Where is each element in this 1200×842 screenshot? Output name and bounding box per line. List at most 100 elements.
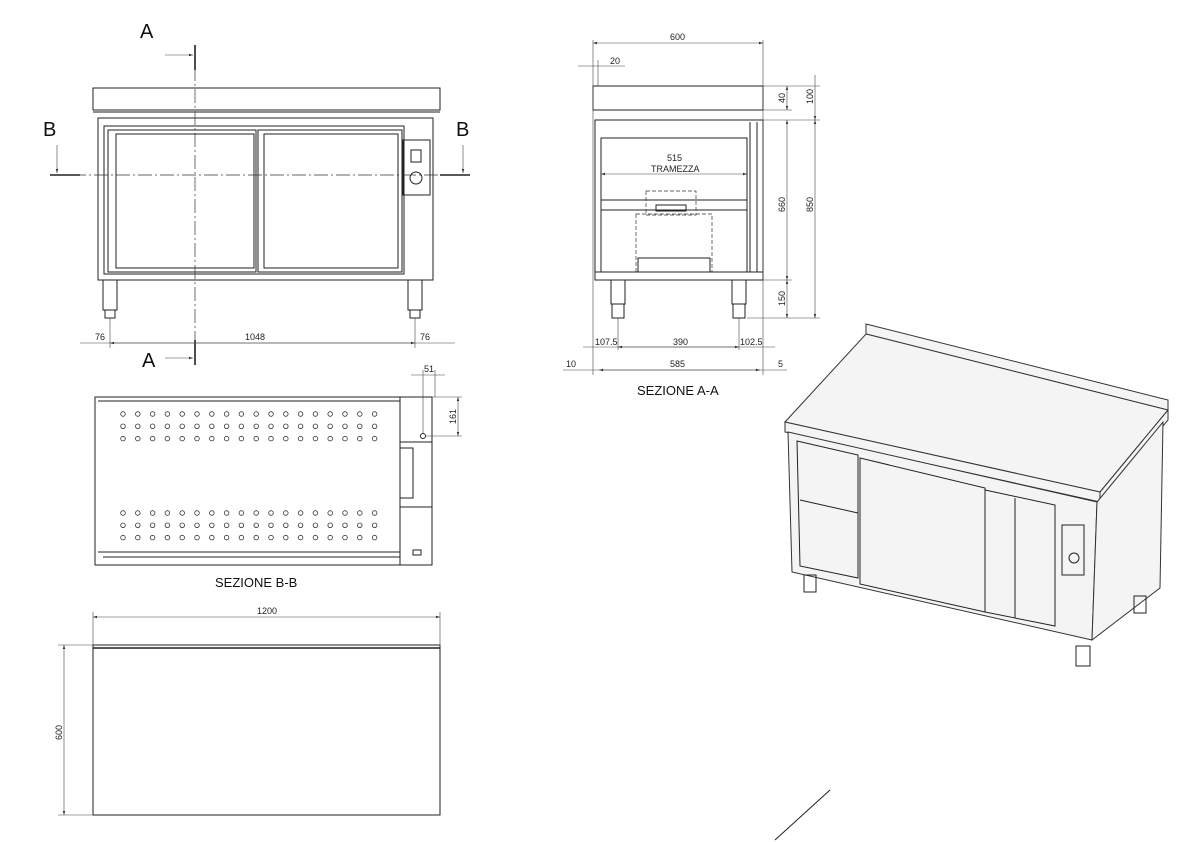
section-mark-b-left: B	[43, 119, 56, 141]
perforation-hole	[120, 435, 126, 442]
dim-leg-span: 390	[673, 337, 688, 347]
perforation-hole	[164, 423, 171, 429]
perforation-hole	[268, 522, 274, 528]
perforation-hole	[357, 411, 363, 417]
perforation-hole	[283, 435, 289, 442]
perforation-hole	[327, 510, 333, 516]
perforation-hole	[342, 411, 348, 417]
perforation-hole	[312, 510, 319, 516]
perforation-hole	[253, 522, 259, 528]
perforation-hole	[149, 522, 156, 528]
perforation-hole	[194, 510, 200, 516]
perforation-hole	[297, 510, 304, 516]
perforation-hole	[179, 411, 185, 417]
perforation-hole	[194, 435, 200, 442]
perforation-hole	[223, 510, 230, 516]
perforation-hole	[327, 411, 333, 417]
perforation-hole	[164, 522, 171, 528]
dim-left-gap: 10	[566, 359, 576, 369]
perforation-hole	[179, 534, 185, 541]
dim-width: 600	[670, 32, 685, 42]
perforation-hole	[297, 534, 304, 541]
perforation-hole	[297, 522, 304, 528]
perforation-hole	[164, 435, 171, 442]
perforation-hole	[253, 411, 259, 417]
perforation-hole	[283, 423, 289, 429]
perforation-hole	[238, 510, 245, 516]
perforation-hole	[283, 411, 289, 417]
perforation-hole	[135, 423, 141, 429]
perforation-hole	[253, 423, 259, 429]
perforation-hole	[357, 534, 363, 541]
perforation-hole	[297, 411, 304, 417]
isometric-view	[774, 323, 1169, 841]
perforation-hole	[164, 534, 171, 541]
dim-leg-right: 102.5	[740, 337, 763, 347]
perforation-hole	[179, 510, 185, 516]
dim-plan-depth: 600	[54, 725, 64, 740]
perforation-hole	[238, 411, 245, 417]
perforation-hole	[135, 510, 141, 516]
dim-offset: 20	[610, 56, 620, 66]
perforation-holes	[120, 411, 378, 541]
dim-partition: 515	[667, 153, 682, 163]
perforation-hole	[342, 423, 348, 429]
perforation-hole	[371, 411, 378, 417]
perforation-hole	[342, 522, 348, 528]
perforation-hole	[209, 510, 215, 516]
perforation-hole	[135, 534, 141, 541]
dim-right: 76	[420, 332, 430, 342]
perforation-hole	[120, 423, 126, 429]
perforation-hole	[268, 423, 274, 429]
section-mark-a-top: A	[140, 21, 154, 43]
perforation-hole	[371, 534, 378, 541]
perforation-hole	[209, 411, 215, 417]
dim-legs: 150	[777, 291, 787, 306]
dim-right-gap: 5	[778, 359, 783, 369]
perforation-hole	[283, 522, 289, 528]
perforation-hole	[149, 534, 156, 541]
perforation-hole	[194, 522, 200, 528]
perforation-hole	[238, 534, 245, 541]
perforation-hole	[135, 411, 141, 417]
section-b-b: 51 161 SEZIONE B-B	[94, 364, 462, 590]
perforation-hole	[120, 510, 126, 516]
section-a-a-title: SEZIONE A-A	[637, 383, 719, 398]
perforation-hole	[164, 510, 171, 516]
perforation-hole	[357, 423, 363, 429]
perforation-hole	[268, 435, 274, 442]
perforation-hole	[135, 435, 141, 442]
partition-label: TRAMEZZA	[651, 164, 700, 174]
perforation-hole	[312, 423, 319, 429]
perforation-hole	[120, 534, 126, 541]
perforation-hole	[268, 510, 274, 516]
perforation-hole	[194, 534, 200, 541]
control-panel	[402, 139, 431, 196]
perforation-hole	[149, 411, 156, 417]
dim-leg-left: 107.5	[595, 337, 618, 347]
dim-plan-width: 1200	[257, 606, 277, 616]
section-mark-b-right: B	[456, 119, 469, 141]
front-elevation: A A B B 76 1048 76	[43, 21, 470, 372]
perforation-hole	[223, 435, 230, 442]
perforation-hole	[357, 522, 363, 528]
perforation-hole	[238, 522, 245, 528]
perforation-hole	[179, 435, 185, 442]
perforation-hole	[238, 423, 245, 429]
perforation-hole	[342, 510, 348, 516]
perforation-hole	[357, 435, 363, 442]
perforation-hole	[357, 510, 363, 516]
perforation-hole	[327, 534, 333, 541]
perforation-hole	[149, 510, 156, 516]
perforation-hole	[253, 435, 259, 442]
dim-bb-x: 51	[424, 364, 434, 374]
perforation-hole	[371, 510, 378, 516]
perforation-hole	[209, 435, 215, 442]
perforation-hole	[164, 411, 171, 417]
perforation-hole	[268, 411, 274, 417]
perforation-hole	[179, 423, 185, 429]
perforation-hole	[135, 522, 141, 528]
section-b-b-title: SEZIONE B-B	[215, 575, 297, 590]
dim-upstand: 40	[777, 93, 787, 103]
